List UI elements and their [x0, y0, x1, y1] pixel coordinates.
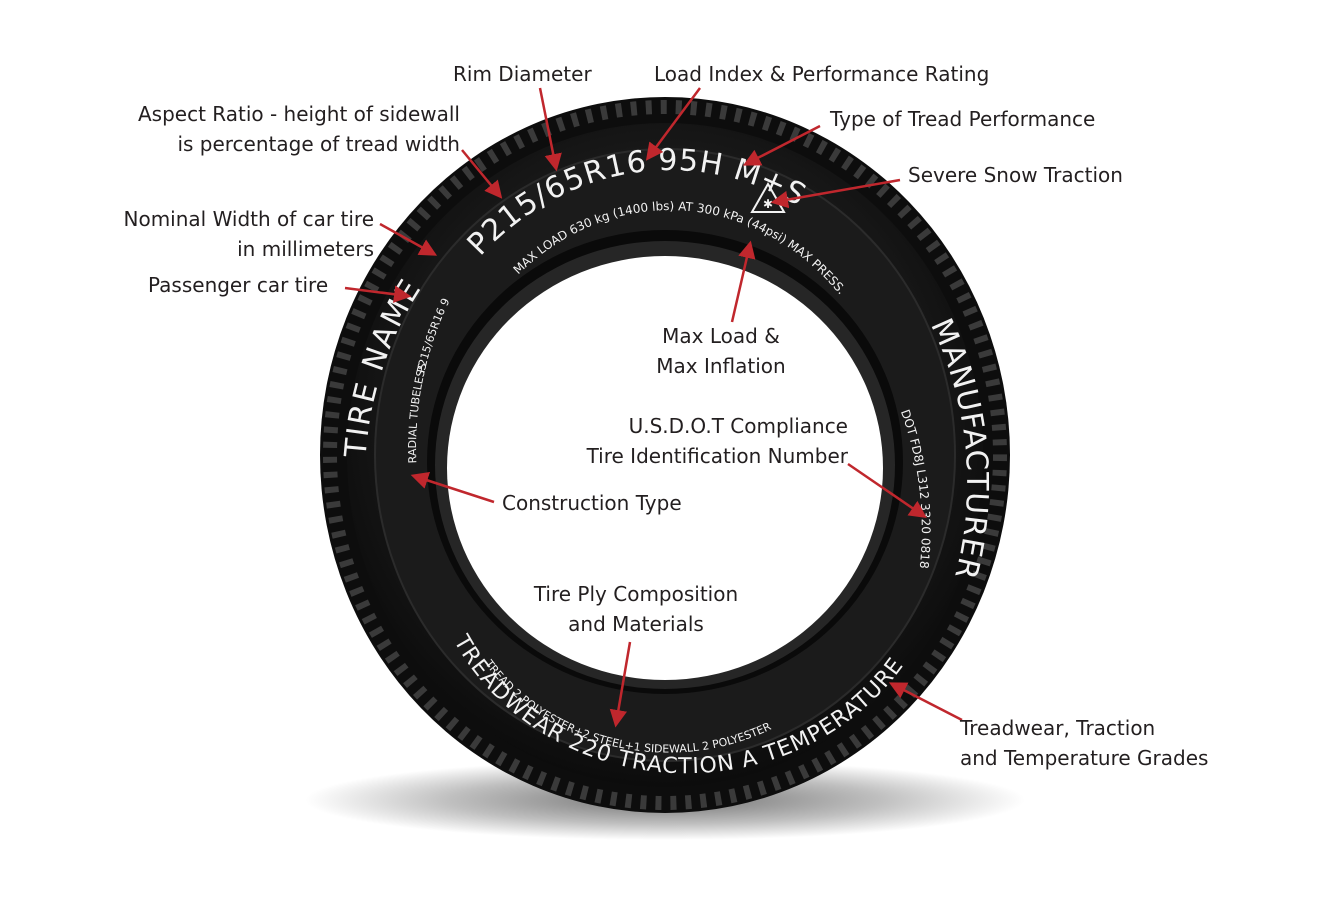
- arrow-tread-performance: [742, 124, 821, 166]
- arrow-usdot: [847, 462, 927, 518]
- label-treadwear: Treadwear, Traction and Temperature Grad…: [960, 716, 1209, 770]
- label-ply: Tire Ply Composition and Materials: [533, 582, 739, 636]
- label-max-load: Max Load & Max Inflation: [656, 324, 786, 378]
- arrow-ply: [609, 641, 632, 728]
- label-tread-performance: Type of Tread Performance: [830, 107, 1096, 131]
- tire: [320, 97, 1010, 813]
- arrow-passenger: [344, 285, 412, 303]
- label-rim-diameter: Rim Diameter: [453, 62, 592, 86]
- label-aspect-ratio: Aspect Ratio - height of sidewall is per…: [137, 102, 460, 156]
- arrow-treadwear: [888, 682, 963, 722]
- arrow-max-load: [730, 240, 756, 323]
- tire-hole: [447, 256, 883, 680]
- svg-text:✱: ✱: [763, 197, 773, 211]
- arrow-snow-traction: [770, 178, 901, 209]
- arrow-load-index: [645, 87, 702, 161]
- label-nominal-width: Nominal Width of car tire in millimeters: [123, 207, 375, 261]
- label-snow-traction: Severe Snow Traction: [908, 163, 1123, 187]
- arrow-construction: [410, 472, 495, 504]
- arrow-rim-diameter: [538, 87, 562, 172]
- arrow-nominal-width: [379, 222, 438, 256]
- arrow-aspect-ratio: [461, 149, 503, 199]
- callout-arrows: [344, 87, 963, 728]
- label-construction: Construction Type: [502, 491, 682, 515]
- label-load-index: Load Index & Performance Rating: [654, 62, 990, 86]
- label-passenger: Passenger car tire: [148, 273, 329, 297]
- label-usdot: U.S.D.O.T Compliance Tire Identification…: [586, 414, 848, 468]
